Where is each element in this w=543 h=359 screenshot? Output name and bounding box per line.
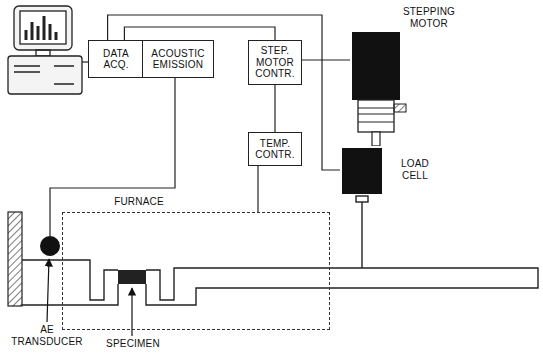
signal-wire <box>274 85 275 132</box>
left-grip <box>22 260 118 300</box>
screen <box>20 11 66 44</box>
load-cell-hook <box>356 196 368 268</box>
load-cell-body <box>342 148 382 194</box>
specimen <box>118 270 146 284</box>
signal-wire <box>257 166 258 212</box>
process-box: DATA ACQ. <box>88 40 144 78</box>
motor-shaft <box>372 132 380 146</box>
part-label: SPECIMEN <box>102 338 164 350</box>
node-label: STEPPING MOTOR <box>398 6 460 29</box>
computer-icon <box>8 6 82 94</box>
motor-housing <box>358 100 394 132</box>
motor-mount <box>394 104 406 112</box>
hook-rod <box>361 202 362 268</box>
node-label: TEMP. CONTR. <box>252 138 298 161</box>
housing-line <box>358 122 394 123</box>
process-box: ACOUSTIC EMISSION <box>142 40 214 78</box>
motor-body <box>352 32 400 100</box>
housing-line <box>358 114 394 115</box>
ae-transducer <box>40 236 60 256</box>
signal-wire <box>124 27 275 40</box>
computer-case <box>8 56 82 94</box>
leader-line <box>47 259 49 322</box>
process-box: TEMP. CONTR. <box>248 132 302 166</box>
signal-wire <box>302 59 350 60</box>
node-label: LOAD CELL <box>388 158 442 181</box>
node-label: ACOUSTIC EMISSION <box>146 48 210 71</box>
drive-slots <box>14 66 74 84</box>
furnace-region: FURNACE <box>62 212 330 330</box>
housing-line <box>358 108 394 109</box>
signal-wire <box>108 15 340 170</box>
hook-block <box>356 196 368 202</box>
fixed-wall <box>8 212 22 306</box>
leader-line <box>131 288 132 336</box>
stepping-motor: STEPPING MOTOR <box>350 4 462 146</box>
left-grip-base <box>22 284 118 305</box>
node-label: DATA ACQ. <box>92 48 140 71</box>
process-box: STEP. MOTOR CONTR. <box>248 40 302 85</box>
screen-chart <box>26 16 56 40</box>
right-grip-bar <box>146 268 538 305</box>
load-cell: LOAD CELL <box>340 146 444 196</box>
node-label: FURNACE <box>109 196 169 208</box>
monitor <box>14 6 72 50</box>
loading-beam <box>22 260 538 305</box>
load-cell-symbol <box>340 146 444 196</box>
monitor-stand <box>36 50 50 56</box>
node-label: STEP. MOTOR CONTR. <box>252 45 298 80</box>
part-label: AE TRANSDUCER <box>10 324 84 347</box>
